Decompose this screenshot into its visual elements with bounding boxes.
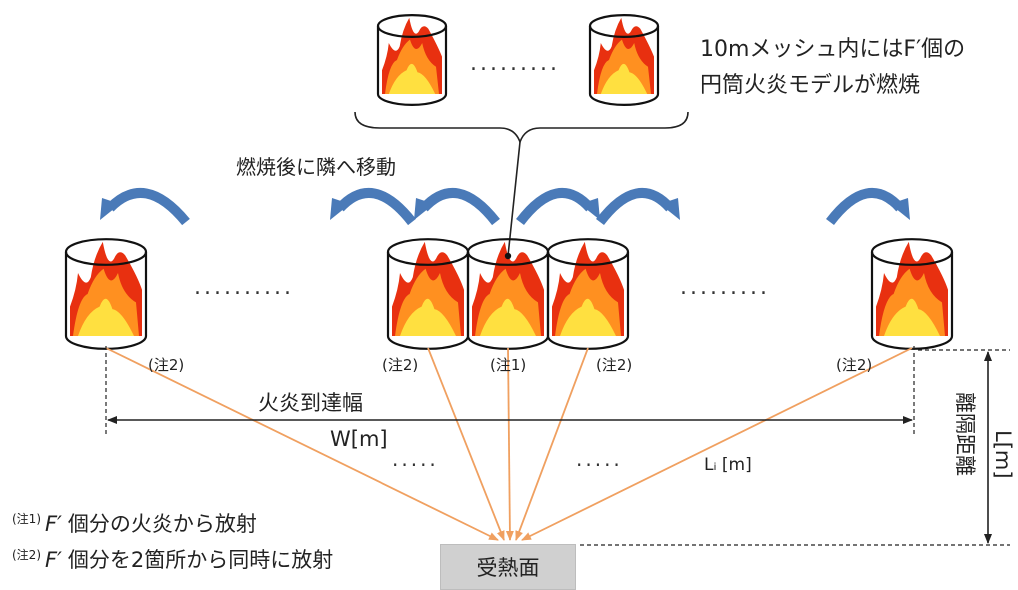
footnote-1: (注1) F′個分の火炎から放射 (12, 508, 257, 538)
top-cylinder-right (588, 14, 660, 106)
row-cylinder-4 (546, 238, 630, 350)
move-arrow-right-3 (826, 187, 910, 226)
receiver-surface: 受熱面 (440, 544, 576, 590)
row-cylinder-5 (870, 238, 954, 350)
top-dots: ......... (470, 51, 560, 76)
footnote-2: (注2) F′個分を2箇所から同時に放射 (12, 544, 333, 574)
brace-pointer-line (507, 141, 521, 257)
mesh-brace (354, 111, 689, 145)
move-arrow-left-1 (100, 188, 190, 226)
move-arrow-right-2 (596, 187, 680, 226)
separation-symbol: L[m] (991, 430, 1015, 479)
row-cylinder-5-flame (876, 241, 948, 336)
radiation-ray-group (105, 347, 913, 541)
flame-note-4: (注2) (596, 356, 632, 374)
flame-note-3: (注1) (490, 356, 526, 374)
distance-symbol: Lᵢ [m] (704, 455, 752, 475)
width-label: 火炎到達幅 (258, 391, 363, 415)
flame-note-5: (注2) (836, 356, 872, 374)
mid-dots-right: ..... (576, 447, 623, 471)
row-cylinder-1-flame (70, 241, 142, 336)
top-cylinder-left (376, 14, 448, 106)
footnote-2-symbol: F′ (45, 548, 62, 572)
top-cylinder-right-flame (594, 17, 654, 95)
row-dots-right: ......... (680, 275, 770, 300)
brace-pointer-dot (504, 252, 512, 260)
flame-note-1: (注2) (148, 356, 184, 374)
separation-label: 離隔距離 (953, 392, 977, 476)
footnote-2-text: 個分を2箇所から同時に放射 (67, 548, 334, 572)
footnote-1-symbol: F′ (45, 512, 62, 536)
row-cylinder-4-flame (552, 241, 624, 336)
radiation-ray-4 (515, 347, 589, 541)
top-cylinder-left-flame (382, 17, 442, 95)
mid-dots-left: ..... (392, 447, 439, 471)
mesh-note-line2: 円筒火炎モデルが燃焼 (700, 73, 920, 98)
top-cylinder-group (376, 14, 660, 106)
move-arrow-left-2 (330, 187, 416, 226)
footnote-1-text: 個分の火炎から放射 (67, 512, 257, 536)
move-arrow-group (100, 187, 910, 226)
row-cylinder-3-flame (472, 241, 544, 336)
radiation-ray-1 (105, 347, 499, 541)
width-symbol: W[m] (330, 427, 388, 451)
mesh-note-line1: 10mメッシュ内にはF′個の (700, 37, 965, 62)
receiver-label: 受熱面 (476, 556, 540, 580)
move-label: 燃焼後に隣へ移動 (236, 155, 396, 179)
row-cylinder-1 (64, 238, 148, 350)
footnote-1-mark: (注1) (12, 512, 41, 526)
row-dots-left: .......... (194, 275, 294, 300)
move-arrow-left-3 (414, 187, 500, 226)
row-cylinder-2 (386, 238, 470, 350)
row-cylinder-2-flame (392, 241, 464, 336)
footnote-2-mark: (注2) (12, 548, 41, 562)
radiation-ray-5 (521, 347, 913, 541)
radiation-ray-2 (427, 347, 505, 541)
move-arrow-right-1 (516, 187, 600, 226)
flame-note-2: (注2) (382, 356, 418, 374)
radiation-ray-3 (505, 347, 514, 541)
